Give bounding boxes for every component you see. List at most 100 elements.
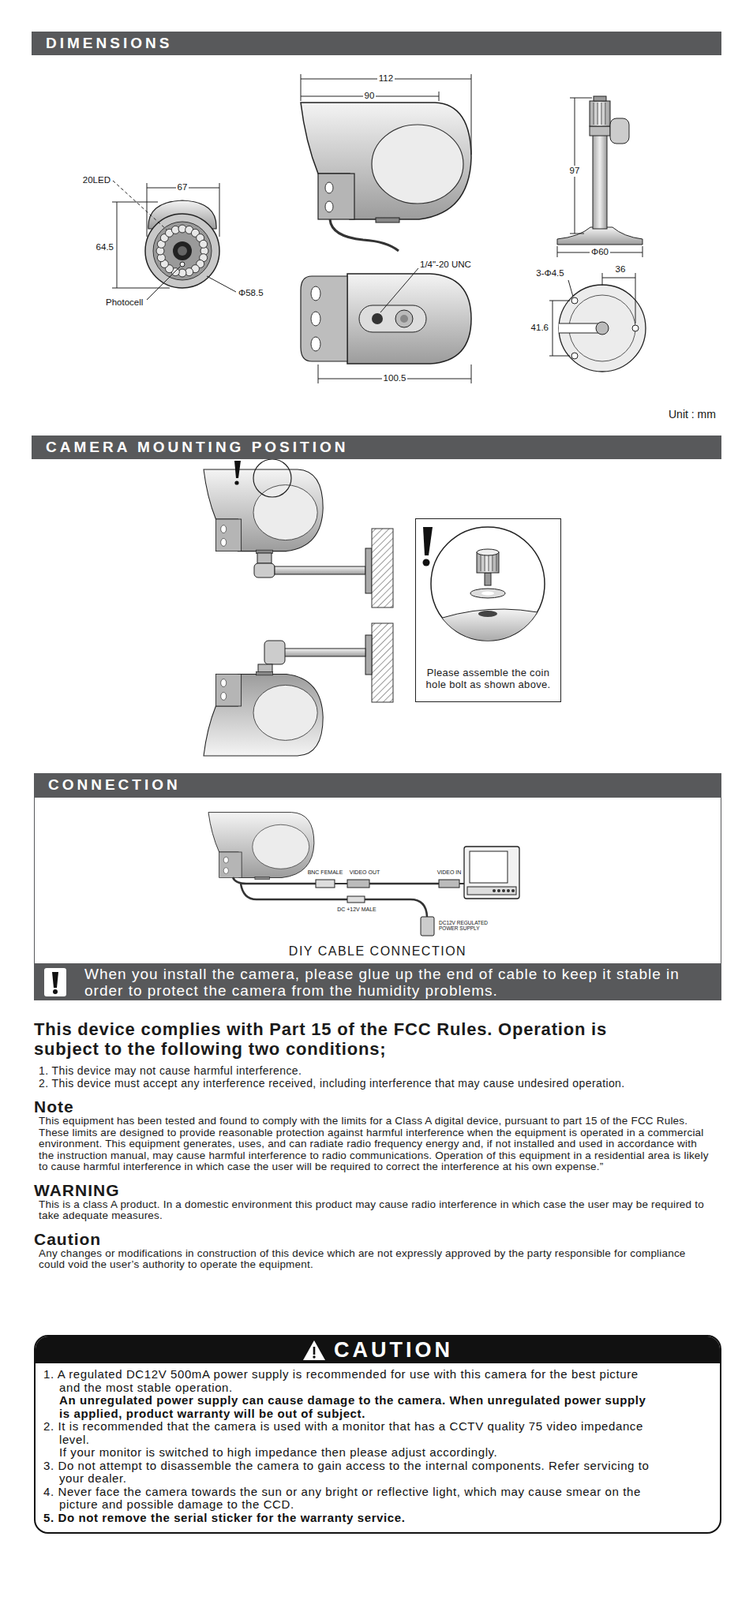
callout-box: Please assemble the coin hole bolt as sh… <box>415 518 562 703</box>
paragraph: This equipment has been tested and found… <box>38 1116 712 1174</box>
mounting-illustration <box>480 554 482 572</box>
dimension-line <box>602 273 604 286</box>
connection-illustration <box>240 884 348 900</box>
dimension-line <box>557 97 643 258</box>
section-band: CONNECTION <box>33 773 722 798</box>
unit-note: Unit : mm <box>668 408 716 421</box>
mounting-illustration <box>203 459 553 757</box>
bracket-base <box>558 284 646 372</box>
ir-led <box>199 239 208 248</box>
mounting-illustration <box>476 549 499 556</box>
mounting-illustration <box>203 469 323 554</box>
paragraph: Any changes or modifications in construc… <box>38 1248 712 1272</box>
section-heading: Note <box>33 1097 718 1117</box>
mounting-illustration <box>371 528 394 608</box>
connection-illustration <box>511 889 515 893</box>
connector-label: VIDEO IN <box>437 869 462 877</box>
dimension-line <box>318 364 319 384</box>
dimension-line <box>549 273 636 356</box>
thread-label: 1/4"-20 UNC <box>419 259 472 270</box>
mounting-illustration <box>423 559 431 567</box>
caution-item: 2. It is recommended that the camera is … <box>43 1420 652 1447</box>
bracket <box>597 102 599 125</box>
dimension-line <box>642 246 644 258</box>
caution-header: CAUTION <box>35 1337 720 1364</box>
connection-illustration <box>420 917 435 937</box>
mounting-illustration <box>203 672 323 757</box>
dimension-line <box>380 268 419 313</box>
connector-label: DC +12V MALE <box>337 906 377 914</box>
mounting-illustration <box>257 553 272 564</box>
connection-panel: DIY CABLE CONNECTION <box>33 797 722 965</box>
list-item: 1. This device may not cause harmful int… <box>38 1065 633 1079</box>
warning-bar: When you install the camera, please glue… <box>33 964 722 1001</box>
bottom-view <box>400 314 409 323</box>
fcc-heading: This device complies with Part 15 of the… <box>33 1019 634 1060</box>
section-band: CAMERA MOUNTING POSITION <box>31 435 722 460</box>
dimension-line <box>557 246 559 258</box>
section-band-text: DIMENSIONS <box>45 31 722 56</box>
mounting-illustration <box>484 554 486 572</box>
caution-icon <box>312 1356 315 1359</box>
dimension-value: 36 <box>615 264 626 275</box>
front-view <box>179 262 185 267</box>
bracket-base <box>632 325 639 332</box>
dimension-line <box>206 276 237 293</box>
mounting-illustration <box>234 480 239 485</box>
section-band-text: CONNECTION <box>48 773 722 798</box>
bracket <box>605 102 607 125</box>
connection-illustration <box>502 889 506 893</box>
dimension-line <box>300 74 472 155</box>
bracket-base <box>571 297 578 304</box>
dimension-value: 64.5 <box>96 242 114 253</box>
dimension-value: Φ60 <box>589 247 611 258</box>
connection-illustration <box>506 889 510 893</box>
bottom-view <box>359 305 427 333</box>
bracket <box>589 126 611 136</box>
connector-label: BNC FEMALE <box>307 869 344 877</box>
dimension-line <box>602 277 636 279</box>
mounting-illustration <box>371 623 394 703</box>
bracket <box>610 118 630 144</box>
caution-icon <box>302 1340 326 1362</box>
caution-box: CAUTION 1. A regulated DC12V 500mA power … <box>33 1335 722 1535</box>
bracket <box>557 227 643 245</box>
dimension-value: 3-Φ4.5 <box>535 268 564 279</box>
mounting-illustration <box>423 527 433 556</box>
mounting-illustration <box>470 588 506 599</box>
bracket <box>592 134 607 229</box>
connection-illustration <box>464 846 520 900</box>
connection-illustration <box>334 883 348 885</box>
mounting-illustration <box>365 635 372 675</box>
bracket <box>593 102 595 125</box>
mounting-illustration <box>254 563 275 578</box>
callout-label: Photocell <box>105 297 143 308</box>
caution-item: 3. Do not attempt to disassemble the cam… <box>43 1460 652 1487</box>
dimension-line <box>635 273 637 324</box>
mounting-illustration <box>234 460 241 479</box>
dimension-line <box>471 364 473 384</box>
mounting-illustration <box>365 548 372 594</box>
connection-illustration <box>208 812 315 881</box>
dimension-value: 97 <box>568 165 582 177</box>
connection-illustration <box>232 877 316 885</box>
dimension-line <box>569 233 585 235</box>
section-band: DIMENSIONS <box>31 31 722 56</box>
caution-icon <box>313 1347 316 1356</box>
caution-item: 1. A regulated DC12V 500mA power supply … <box>43 1368 652 1395</box>
mounting-illustration <box>264 640 285 665</box>
section-heading: WARNING <box>33 1181 718 1200</box>
mounting-illustration <box>274 566 366 575</box>
connection-illustration <box>208 812 520 937</box>
dimension-value: 112 <box>377 73 395 84</box>
side-view <box>300 102 472 223</box>
connection-illustration <box>347 896 365 903</box>
bottom-view <box>300 276 348 362</box>
bracket-base <box>595 322 609 335</box>
power-supply-label: DC12V REGULATED POWER SUPPLY <box>438 920 490 933</box>
bracket <box>589 101 611 127</box>
bottom-view <box>347 273 472 364</box>
bracket <box>557 96 643 245</box>
dimension-value: 100.5 <box>382 373 409 384</box>
